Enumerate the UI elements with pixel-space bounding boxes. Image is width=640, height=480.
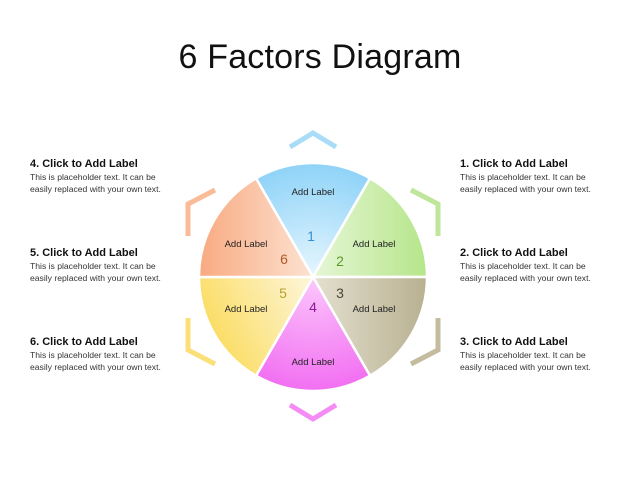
factor-2-heading[interactable]: 2. Click to Add Label xyxy=(460,247,568,259)
wedge-3-label[interactable]: Add Label xyxy=(353,304,396,315)
chevron-bottom-icon xyxy=(288,402,338,422)
factor-5-text-block[interactable]: 5. Click to Add Label This is placeholde… xyxy=(30,246,205,284)
wedge-1[interactable] xyxy=(254,161,372,280)
wedge-6-label[interactable]: Add Label xyxy=(225,239,268,250)
wedge-3-number: 3 xyxy=(336,285,344,301)
wedge-4[interactable] xyxy=(254,274,372,393)
chevron-lower-left-icon xyxy=(185,318,217,367)
wedge-6-number: 6 xyxy=(280,251,288,267)
page-title: 6 Factors Diagram xyxy=(178,38,462,76)
factor-2-body-line1: This is placeholder text. It can be xyxy=(460,261,586,271)
factor-1-heading[interactable]: 1. Click to Add Label xyxy=(460,158,568,170)
factor-3-text-block[interactable]: 3. Click to Add Label This is placeholde… xyxy=(460,335,635,373)
factor-3-body-line1: This is placeholder text. It can be xyxy=(460,350,586,360)
factor-5-heading[interactable]: 5. Click to Add Label xyxy=(30,247,138,259)
wedge-2-number: 2 xyxy=(336,253,344,269)
factor-2-body-line2: easily replaced with your own text. xyxy=(460,273,591,283)
factor-4-text-block[interactable]: 4. Click to Add Label This is placeholde… xyxy=(30,157,205,195)
factor-4-body-line1: This is placeholder text. It can be xyxy=(30,172,156,182)
factor-6-text-block[interactable]: 6. Click to Add Label This is placeholde… xyxy=(30,335,205,373)
chevron-upper-right-icon xyxy=(409,187,441,236)
wedge-3[interactable] xyxy=(310,275,429,378)
wedge-5-label[interactable]: Add Label xyxy=(225,304,268,315)
factor-3-heading[interactable]: 3. Click to Add Label xyxy=(460,336,568,348)
factor-6-heading[interactable]: 6. Click to Add Label xyxy=(30,336,138,348)
factor-3-body-line2: easily replaced with your own text. xyxy=(460,362,591,372)
wedge-6[interactable] xyxy=(197,176,316,279)
factor-1-text-block[interactable]: 1. Click to Add Label This is placeholde… xyxy=(460,157,635,195)
factor-1-body-line1: This is placeholder text. It can be xyxy=(460,172,586,182)
chevron-upper-left-icon xyxy=(185,187,217,236)
factor-5-body-line1: This is placeholder text. It can be xyxy=(30,261,156,271)
chevron-lower-right-icon xyxy=(409,318,441,367)
wedge-2[interactable] xyxy=(310,176,429,279)
factor-1-body-line2: easily replaced with your own text. xyxy=(460,184,591,194)
wedge-1-number: 1 xyxy=(307,228,315,244)
wedge-5-number: 5 xyxy=(279,285,287,301)
chevron-top-icon xyxy=(288,130,338,150)
factor-4-body-line2: easily replaced with your own text. xyxy=(30,184,161,194)
wedge-5[interactable] xyxy=(197,275,316,378)
wedge-4-number: 4 xyxy=(309,299,317,315)
factor-6-body-line2: easily replaced with your own text. xyxy=(30,362,161,372)
wedge-4-label[interactable]: Add Label xyxy=(292,357,335,368)
factor-6-body-line1: This is placeholder text. It can be xyxy=(30,350,156,360)
factor-5-body-line2: easily replaced with your own text. xyxy=(30,273,161,283)
factor-2-text-block[interactable]: 2. Click to Add Label This is placeholde… xyxy=(460,246,635,284)
wedge-2-label[interactable]: Add Label xyxy=(353,239,396,250)
wedge-1-label[interactable]: Add Label xyxy=(292,187,335,198)
factor-4-heading[interactable]: 4. Click to Add Label xyxy=(30,158,138,170)
